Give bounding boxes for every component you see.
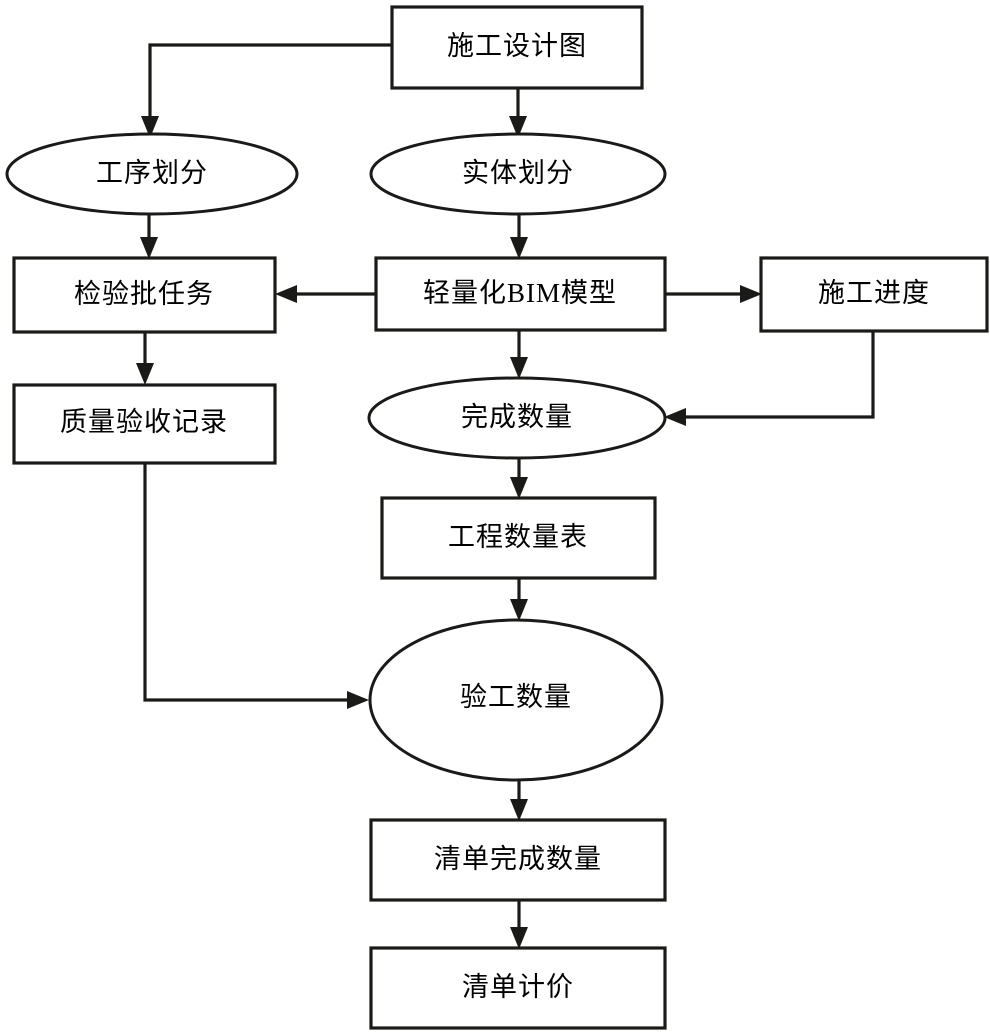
edge-quality-record-to-verified-quantity	[143, 462, 369, 709]
node-construction-progress[interactable]: 施工进度	[759, 256, 989, 333]
edge-bim-model-to-inspection-lot	[275, 285, 376, 303]
edge-process-division-to-inspection-lot	[140, 214, 158, 259]
edge-design-to-entity-division	[509, 88, 527, 138]
edge-boq-completed-quantity-to-boq-pricing	[510, 900, 528, 949]
node-construction-design-drawing[interactable]: 施工设计图	[390, 5, 644, 90]
edge-entity-division-to-bim-model	[510, 214, 528, 259]
node-boq-completed-quantity[interactable]: 清单完成数量	[369, 818, 667, 902]
node-boq-pricing[interactable]: 清单计价	[369, 946, 667, 1030]
node-label: 验工数量	[460, 682, 572, 712]
edge-construction-progress-to-completed-quantity	[664, 331, 875, 426]
node-label: 工程数量表	[448, 522, 588, 552]
node-quality-acceptance-record[interactable]: 质量验收记录	[12, 383, 277, 465]
node-label: 工序划分	[96, 158, 208, 188]
node-label: 实体划分	[462, 158, 574, 188]
edge-bim-model-to-construction-progress	[665, 285, 762, 303]
node-verified-quantity[interactable]: 验工数量	[368, 618, 664, 782]
node-process-division[interactable]: 工序划分	[5, 132, 299, 216]
node-label: 清单计价	[462, 972, 574, 1002]
node-inspection-lot-task[interactable]: 检验批任务	[12, 256, 277, 334]
node-entity-division[interactable]: 实体划分	[369, 132, 667, 216]
node-label: 施工进度	[818, 278, 930, 308]
node-lightweight-bim-model[interactable]: 轻量化BIM模型	[374, 256, 667, 332]
edge-inspection-lot-to-quality-record	[136, 332, 154, 385]
node-completed-quantity[interactable]: 完成数量	[367, 376, 667, 460]
edge-verified-quantity-to-boq-completed-quantity	[510, 780, 528, 821]
node-label: 完成数量	[461, 402, 573, 432]
node-label: 检验批任务	[74, 279, 214, 309]
node-label: 轻量化BIM模型	[423, 278, 617, 308]
edge-quantity-table-to-verified-quantity	[510, 578, 528, 621]
node-engineering-quantity-table[interactable]: 工程数量表	[380, 496, 657, 580]
node-label: 施工设计图	[447, 31, 587, 61]
edge-bim-model-to-completed-quantity	[510, 330, 528, 379]
node-layer: 施工设计图 工序划分 实体划分 检验批任务 轻量化BIM模型 施工进度	[5, 5, 989, 1030]
edge-completed-quantity-to-quantity-table	[510, 458, 528, 499]
node-label: 清单完成数量	[434, 844, 602, 874]
edge-design-to-process-division	[141, 43, 392, 138]
edge-layer	[136, 43, 875, 949]
node-label: 质量验收记录	[60, 407, 228, 437]
